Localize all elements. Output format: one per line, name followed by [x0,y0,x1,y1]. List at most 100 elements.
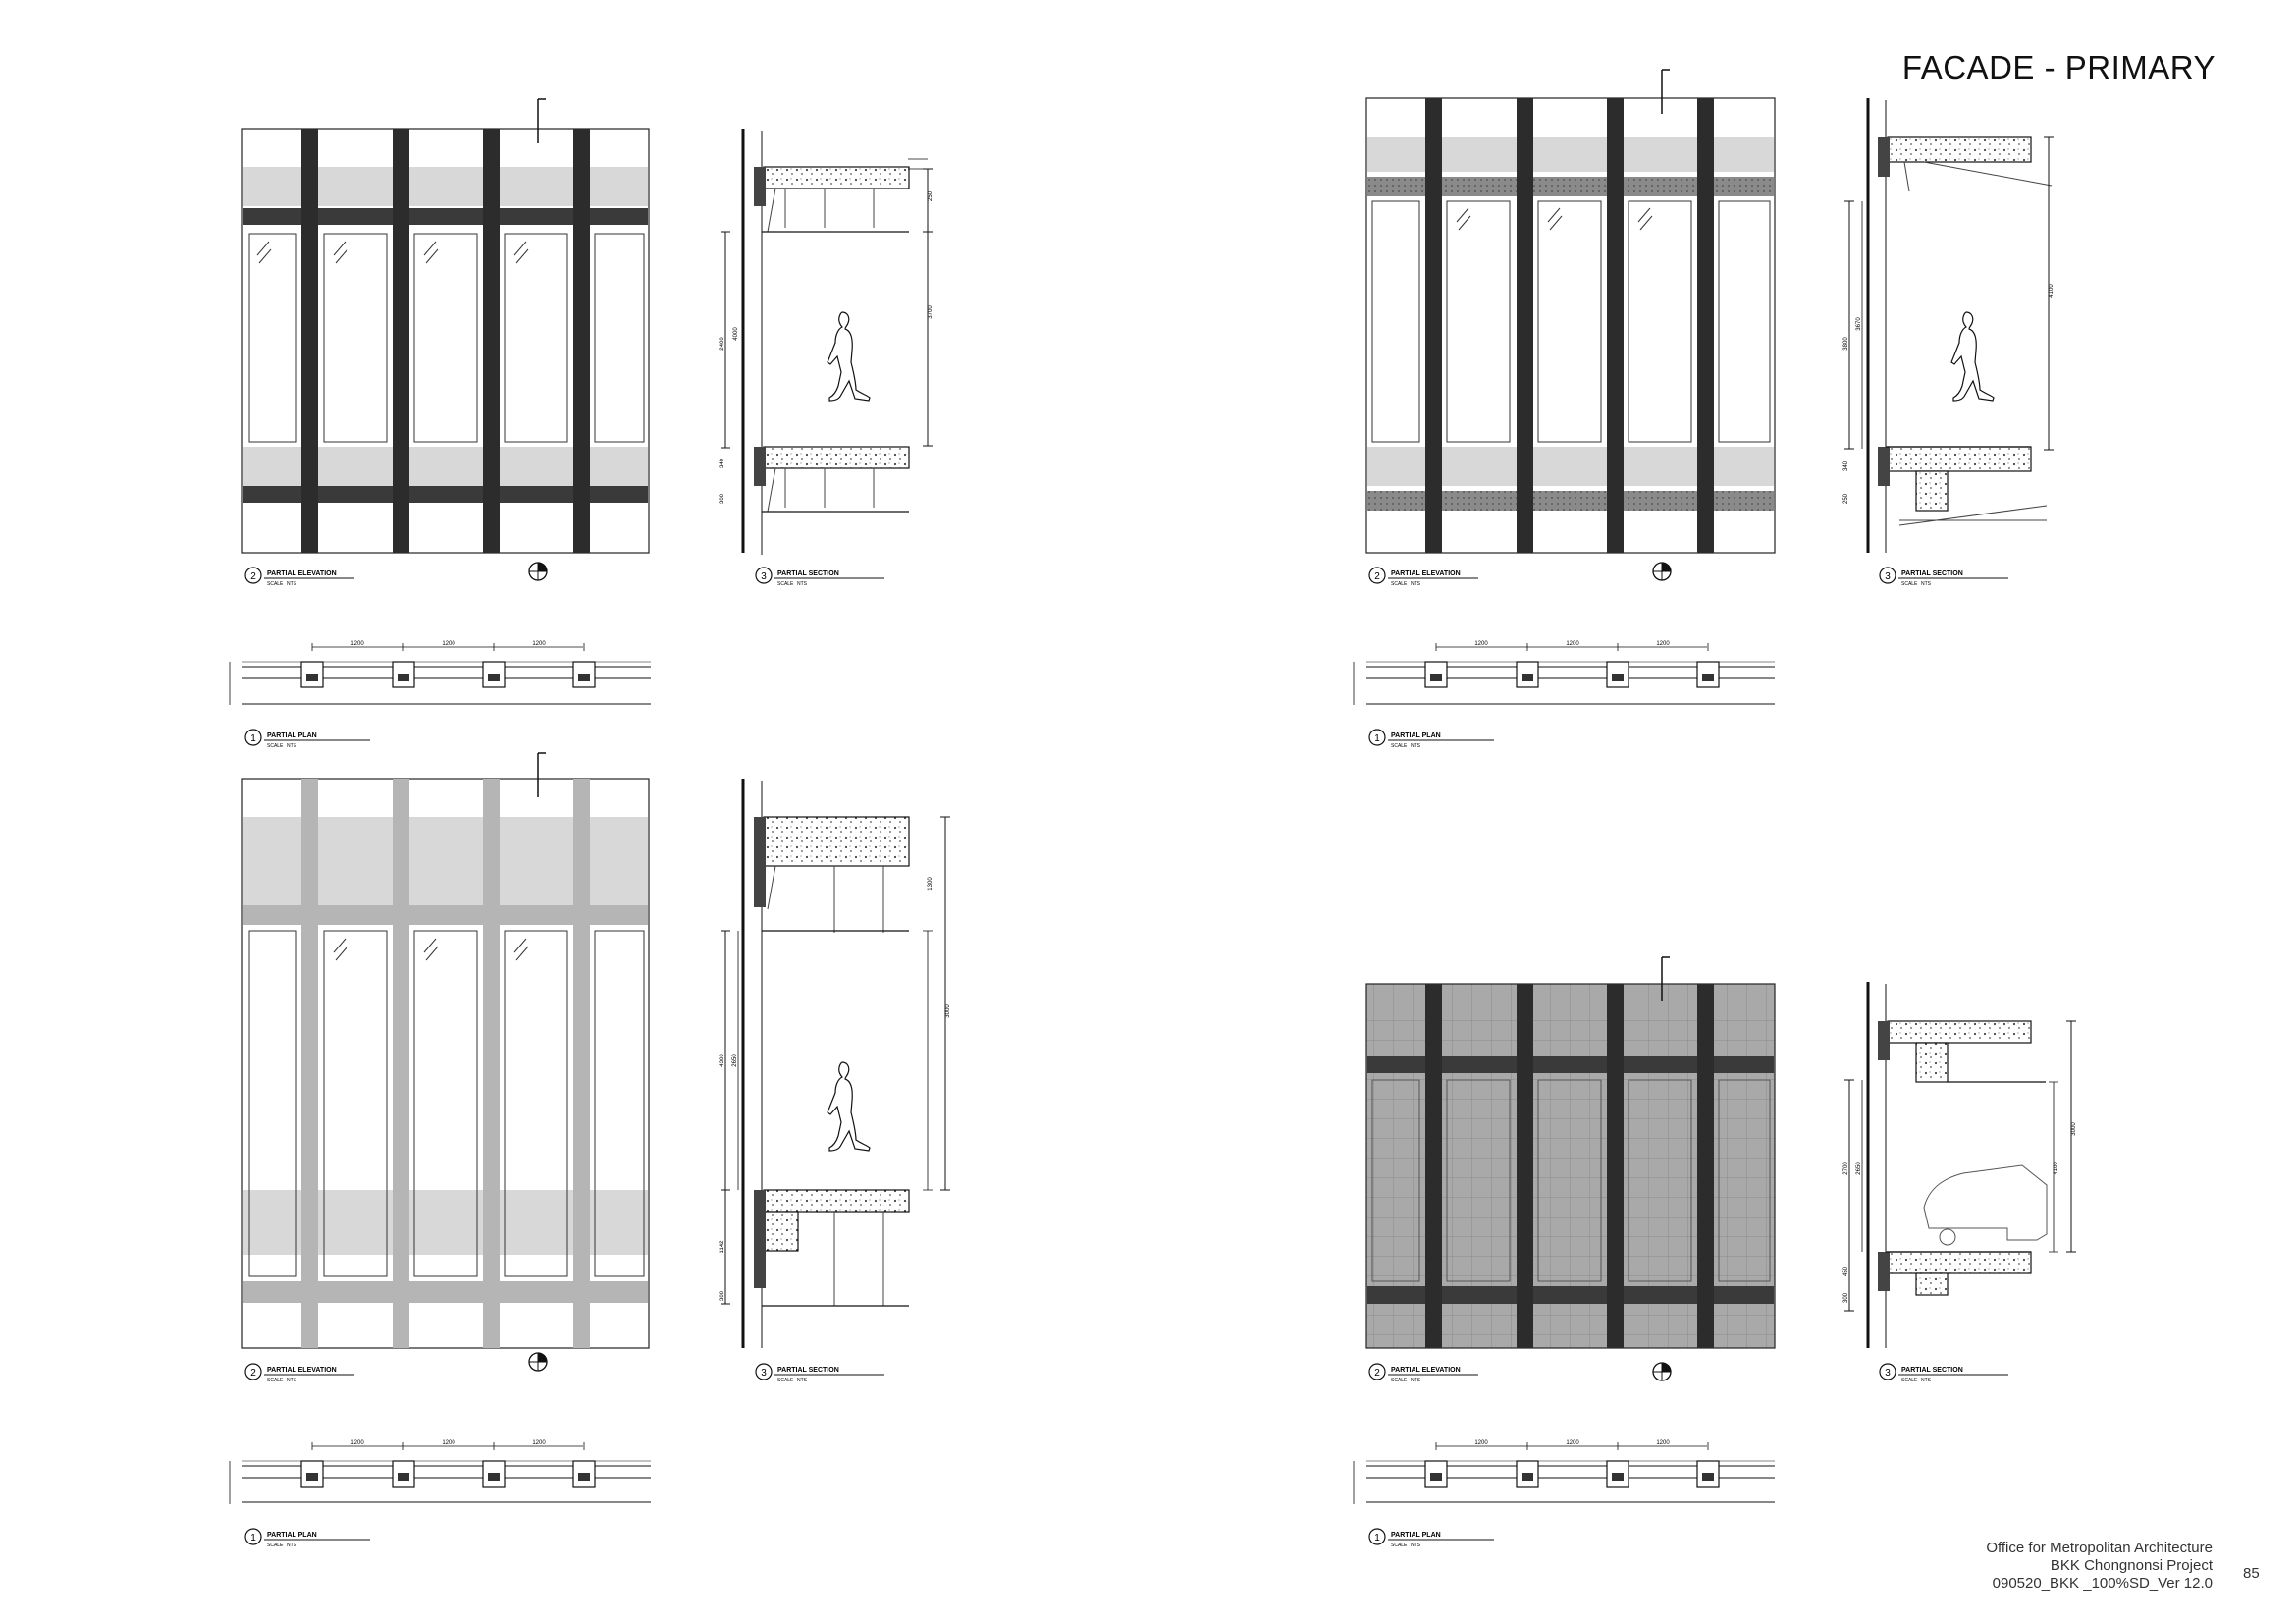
label-title: PARTIAL SECTION [1901,570,1963,577]
label-title: PARTIAL PLAN [1391,732,1441,739]
label-scale-value: NTS [1411,1543,1421,1548]
section-a-dim-2: 4000 [733,327,739,341]
label-scale: SCALE [1901,581,1918,587]
section-d-dim-5: 300 [1843,1292,1849,1303]
label-scale-value: NTS [1921,1378,1932,1383]
label-section-a: 3 PARTIAL SECTION SCALE NTS [755,567,884,587]
partial-section-b: 4100 3670 3800 340 250 [1843,98,2055,553]
section-b-dim-2: 3800 [1843,337,1849,351]
label-scale: SCALE [777,1378,794,1383]
plan-c-dim-0: 1200 [350,1440,364,1446]
plan-b-dim-2: 1200 [1656,641,1670,647]
label-section-c: 3 PARTIAL SECTION SCALE NTS [755,1363,884,1383]
label-scale: SCALE [267,1543,284,1548]
section-b-dim-3: 340 [1843,460,1849,471]
plan-a-dim-1: 1200 [442,641,455,647]
label-num: 3 [761,571,767,582]
plan-d-dim-1: 1200 [1566,1440,1579,1446]
label-title: PARTIAL ELEVATION [1391,1367,1461,1374]
label-title: PARTIAL SECTION [777,570,839,577]
label-plan-c: 1 PARTIAL PLAN SCALE NTS [244,1528,370,1548]
label-section-d: 3 PARTIAL SECTION SCALE NTS [1879,1363,2008,1383]
label-title: PARTIAL ELEVATION [1391,570,1461,577]
footer-project: BKK Chongnonsi Project [2050,1557,2213,1574]
label-scale: SCALE [1391,581,1408,587]
section-c-dim-3: 1142 [720,1240,725,1254]
label-section-b: 3 PARTIAL SECTION SCALE NTS [1879,567,2008,587]
label-title: PARTIAL PLAN [1391,1532,1441,1539]
partial-section-d: 3000 2700 2650 4100 450 300 [1843,982,2077,1348]
label-num: 3 [1885,1368,1891,1379]
label-num: 2 [1374,1368,1380,1379]
section-a-dim-3: 250 [928,190,934,201]
partial-plan-d: 1200 1200 1200 [1353,1440,1775,1504]
section-d-dim-0: 3000 [2071,1122,2077,1136]
footer-office: Office for Metropolitan Architecture [1986,1540,2213,1556]
page-number: 85 [2243,1565,2260,1582]
label-scale: SCALE [1391,1543,1408,1548]
label-title: PARTIAL ELEVATION [267,1367,337,1374]
section-b-dim-1: 3670 [1856,317,1862,331]
plan-b-dim-1: 1200 [1566,641,1579,647]
label-num: 1 [250,733,256,744]
label-num: 1 [250,1533,256,1543]
label-scale: SCALE [1901,1378,1918,1383]
label-scale: SCALE [777,581,794,587]
option-b: 4100 3670 3800 340 250 2 PARTIAL ELEVATI… [1353,69,2055,749]
label-scale: SCALE [1391,743,1408,749]
footer-version: 090520_BKK _100%SD_Ver 12.0 [1992,1575,2213,1592]
partial-plan-c: 1200 1200 1200 [229,1440,651,1504]
partial-plan-a: 1200 1200 1200 [229,641,651,705]
label-elevation-c: 2 PARTIAL ELEVATION SCALE NTS [244,1363,354,1383]
plan-a-dim-0: 1200 [350,641,364,647]
plan-b-dim-0: 1200 [1474,641,1488,647]
label-num: 2 [250,1368,256,1379]
label-scale: SCALE [267,1378,284,1383]
label-elevation-a: 2 PARTIAL ELEVATION SCALE NTS [244,567,354,587]
partial-elevation-a [241,98,650,581]
label-scale-value: NTS [287,743,297,749]
label-title: PARTIAL ELEVATION [267,570,337,577]
label-scale-value: NTS [797,581,808,587]
plan-c-dim-1: 1200 [442,1440,455,1446]
section-a-dim-1: 2400 [720,337,725,351]
label-plan-d: 1 PARTIAL PLAN SCALE NTS [1368,1528,1494,1548]
label-scale-value: NTS [1921,581,1932,587]
section-c-dim-0: 3000 [945,1004,951,1018]
section-a-dim-4: 300 [720,493,725,504]
label-plan-a: 1 PARTIAL PLAN SCALE NTS [244,729,370,749]
partial-plan-b: 1200 1200 1200 [1353,641,1775,705]
label-title: PARTIAL SECTION [777,1367,839,1374]
label-title: PARTIAL PLAN [267,732,317,739]
label-scale-value: NTS [287,581,297,587]
partial-section-a: 3700 2400 4000 250 300 340 [720,129,934,555]
label-scale: SCALE [267,743,284,749]
option-d: 3000 2700 2650 4100 450 300 2 PARTIAL EL… [1353,956,2077,1548]
label-num: 2 [1374,571,1380,582]
label-scale-value: NTS [287,1543,297,1548]
section-a-dim-0: 3700 [928,305,934,319]
label-scale-value: NTS [287,1378,297,1383]
label-scale: SCALE [267,581,284,587]
label-title: PARTIAL PLAN [267,1532,317,1539]
footer-credits: Office for Metropolitan Architecture BKK… [1986,1540,2213,1593]
section-d-dim-4: 450 [1843,1266,1849,1276]
section-d-dim-3: 4100 [2054,1162,2059,1175]
label-plan-b: 1 PARTIAL PLAN SCALE NTS [1368,729,1494,749]
label-scale: SCALE [1391,1378,1408,1383]
plan-c-dim-2: 1200 [532,1440,546,1446]
label-title: PARTIAL SECTION [1901,1367,1963,1374]
section-c-dim-5: 1300 [928,877,934,891]
label-num: 2 [250,571,256,582]
sheet-title: FACADE - PRIMARY [1901,49,2216,85]
label-elevation-d: 2 PARTIAL ELEVATION SCALE NTS [1368,1363,1478,1383]
partial-elevation-c [241,752,650,1372]
option-a: 3700 2400 4000 250 300 340 2 PARTIAL ELE… [229,98,934,749]
partial-section-c: 3000 2650 4300 1142 300 1300 [720,779,951,1348]
label-scale-value: NTS [797,1378,808,1383]
label-num: 3 [1885,571,1891,582]
section-a-dim-5: 340 [720,458,725,468]
label-scale-value: NTS [1411,1378,1421,1383]
label-elevation-b: 2 PARTIAL ELEVATION SCALE NTS [1368,567,1478,587]
